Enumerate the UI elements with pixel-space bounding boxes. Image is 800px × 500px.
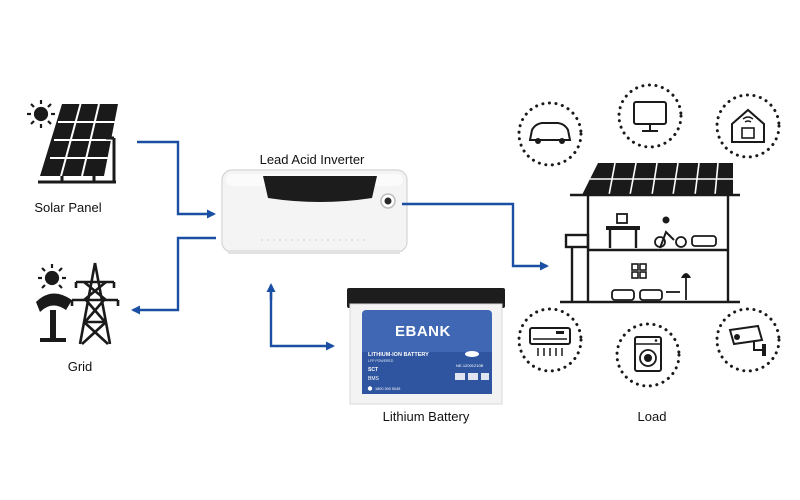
inverter-icon [221, 169, 408, 254]
battery-line1-text: LITHIUM-ION BATTERY [368, 352, 429, 358]
air-conditioner-icon [517, 307, 583, 373]
arrow-battery-link [269, 292, 335, 351]
washing-machine-icon [615, 322, 681, 388]
battery-bms-text: BMS [368, 376, 380, 382]
grid-tower-icon [36, 262, 120, 345]
arrow-inverter-to-grid [131, 236, 216, 315]
house-icon [560, 162, 740, 304]
cctv-camera-icon [715, 307, 781, 373]
arrow-inverter-to-load [402, 202, 549, 271]
grid-label: Grid [67, 359, 93, 374]
car-icon [517, 101, 583, 167]
battery-label: Lithium Battery [382, 409, 470, 424]
roof-solar-icon [582, 162, 733, 196]
arrow-solar-to-inverter [137, 140, 216, 219]
sun-icon [27, 100, 55, 128]
inverter-label: Lead Acid Inverter [259, 152, 365, 167]
solar-panel-label: Solar Panel [34, 200, 102, 215]
monitor-icon [617, 83, 683, 149]
battery-line2-text: LFP POWERED [368, 359, 394, 363]
flow-arrows [131, 140, 549, 351]
battery-phone-text: 1800 300 5045 [375, 387, 400, 391]
battery-model-text: NE-12001210B [456, 363, 484, 368]
battery-icon: EBANK LITHIUM-ION BATTERY LFP POWERED SC… [347, 288, 505, 405]
smart-home-icon [715, 93, 781, 159]
battery-brand-text: EBANK [395, 323, 451, 340]
solar-panel-icon [27, 100, 118, 184]
battery-badge-text: SCT [368, 367, 378, 373]
load-label: Load [637, 409, 667, 424]
sun-icon [38, 264, 66, 289]
